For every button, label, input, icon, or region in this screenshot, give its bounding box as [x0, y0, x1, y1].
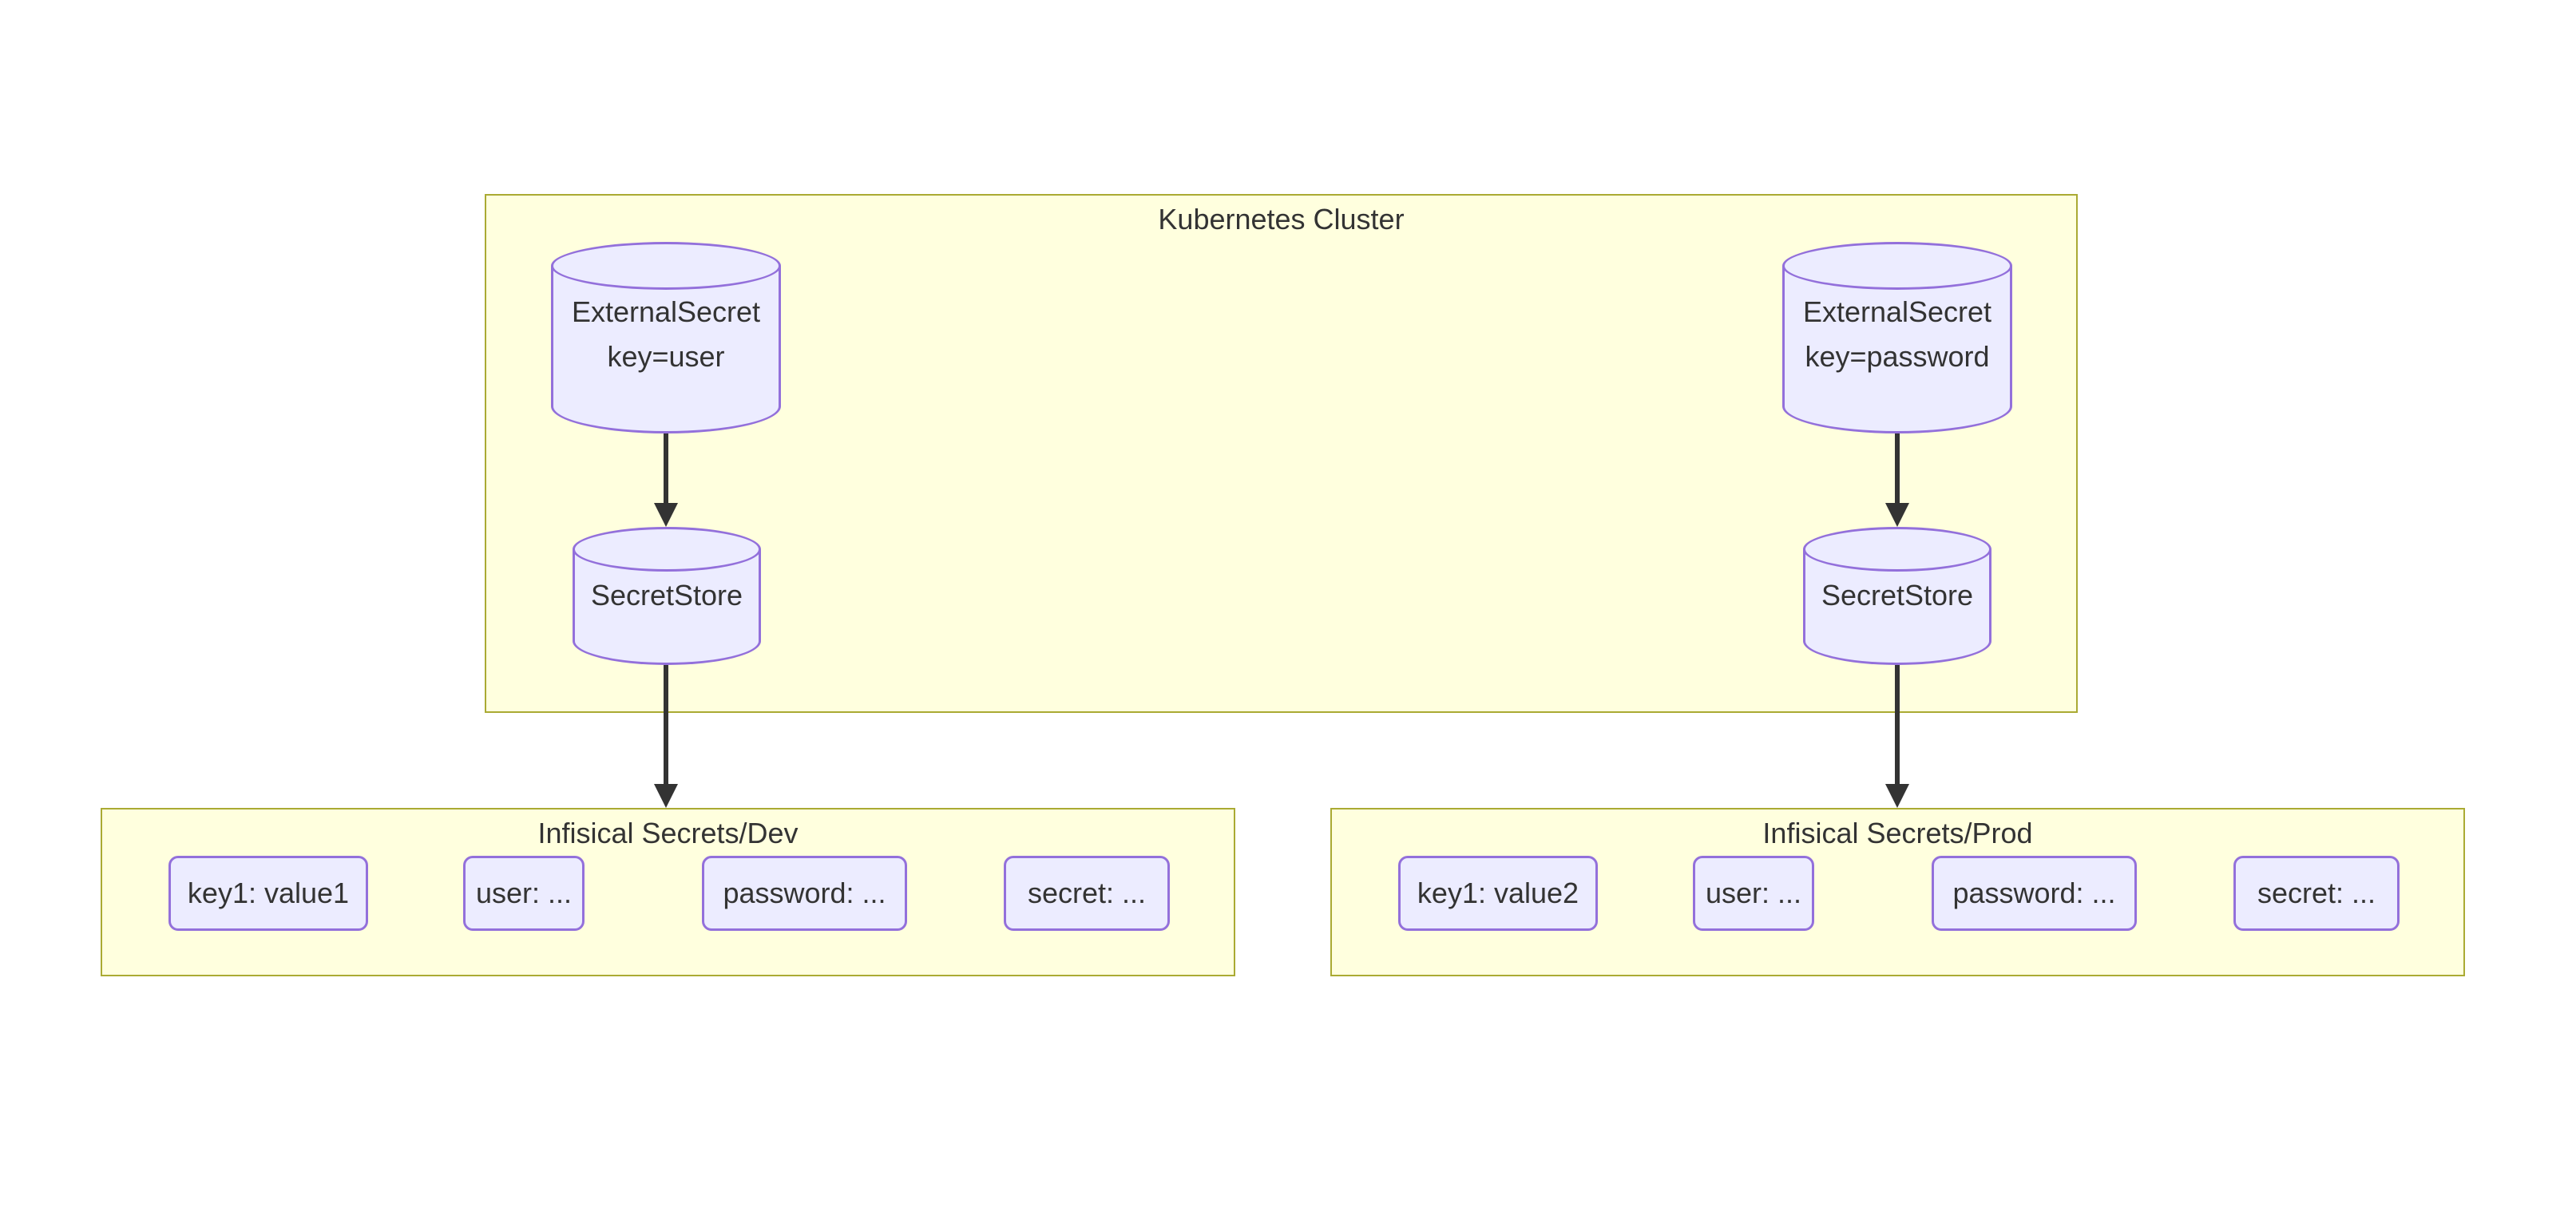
node-sublabel: key=password — [1805, 340, 1990, 373]
node-sublabel: key=user — [607, 340, 725, 373]
arrow-head — [654, 784, 678, 808]
infisical-dev-title: Infisical Secrets/Dev — [537, 817, 799, 849]
node-label-group: ExternalSecret key=password — [1782, 290, 2012, 379]
infisical-prod-group: Infisical Secrets/Prod key1: value2 user… — [1330, 808, 2465, 976]
node-label-group: SecretStore — [1803, 573, 1991, 618]
secret-node-prod-password: password: ... — [1932, 856, 2137, 931]
cylinder-body — [551, 266, 781, 433]
cylinder-top-ellipse — [1803, 527, 1991, 572]
secret-store-left-node: SecretStore — [573, 527, 761, 665]
node-label: ExternalSecret — [571, 295, 761, 328]
secret-node-dev-password: password: ... — [702, 856, 907, 931]
node-label: SecretStore — [1821, 579, 1974, 612]
edge-externalsecret-password-to-secretstore — [1885, 433, 1909, 527]
infisical-dev-group: Infisical Secrets/Dev key1: value1 user:… — [101, 808, 1235, 976]
secret-node-dev-user: user: ... — [463, 856, 585, 931]
external-secret-user-node: ExternalSecret key=user — [551, 242, 781, 433]
kubernetes-cluster-title: Kubernetes Cluster — [1158, 203, 1405, 236]
edge-line — [664, 665, 668, 787]
secret-node-dev-key1: key1: value1 — [168, 856, 368, 931]
infisical-prod-title: Infisical Secrets/Prod — [1762, 817, 2033, 849]
node-label-group: ExternalSecret key=user — [551, 290, 781, 379]
edge-secretstore-to-infisical-prod — [1885, 665, 1909, 808]
secret-store-right-node: SecretStore — [1803, 527, 1991, 665]
node-label-group: SecretStore — [573, 573, 761, 618]
external-secret-password-node: ExternalSecret key=password — [1782, 242, 2012, 433]
cylinder-body — [1782, 266, 2012, 433]
edge-line — [1895, 433, 1900, 506]
node-label: SecretStore — [590, 579, 743, 612]
cylinder-top-ellipse — [1782, 242, 2012, 290]
secret-node-dev-secret: secret: ... — [1004, 856, 1170, 931]
arrow-head — [1885, 784, 1909, 808]
edge-secretstore-to-infisical-dev — [654, 665, 678, 808]
secret-node-prod-key1: key1: value2 — [1398, 856, 1598, 931]
secret-node-prod-user: user: ... — [1693, 856, 1814, 931]
edge-line — [664, 433, 668, 506]
arrow-head — [1885, 503, 1909, 527]
edge-externalsecret-user-to-secretstore — [654, 433, 678, 527]
cylinder-top-ellipse — [573, 527, 761, 572]
cylinder-top-ellipse — [551, 242, 781, 290]
secret-node-prod-secret: secret: ... — [2233, 856, 2400, 931]
edge-line — [1895, 665, 1900, 787]
arrow-head — [654, 503, 678, 527]
node-label: ExternalSecret — [1802, 295, 1992, 328]
